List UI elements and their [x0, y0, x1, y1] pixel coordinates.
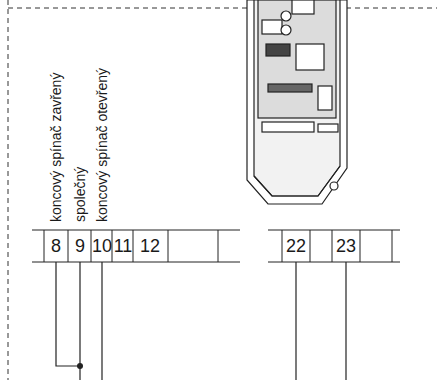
terminal-number: 23 — [336, 237, 356, 255]
terminal-description: společný — [73, 167, 87, 222]
terminal-description: koncový spínač zavřený — [49, 73, 63, 222]
terminal-number: 11 — [114, 237, 133, 255]
terminal-number: 12 — [140, 237, 160, 255]
junction-dot — [77, 363, 83, 369]
terminal-strip — [32, 230, 400, 262]
wires — [56, 262, 346, 380]
boundary-dashed — [8, 0, 437, 380]
terminal-number: 22 — [286, 237, 306, 255]
terminal-number: 8 — [51, 237, 61, 255]
terminal-description: koncový spínač otevřený — [95, 68, 109, 222]
terminal-number: 9 — [75, 237, 85, 255]
terminal-number: 10 — [92, 237, 112, 255]
control-housing — [247, 0, 347, 204]
